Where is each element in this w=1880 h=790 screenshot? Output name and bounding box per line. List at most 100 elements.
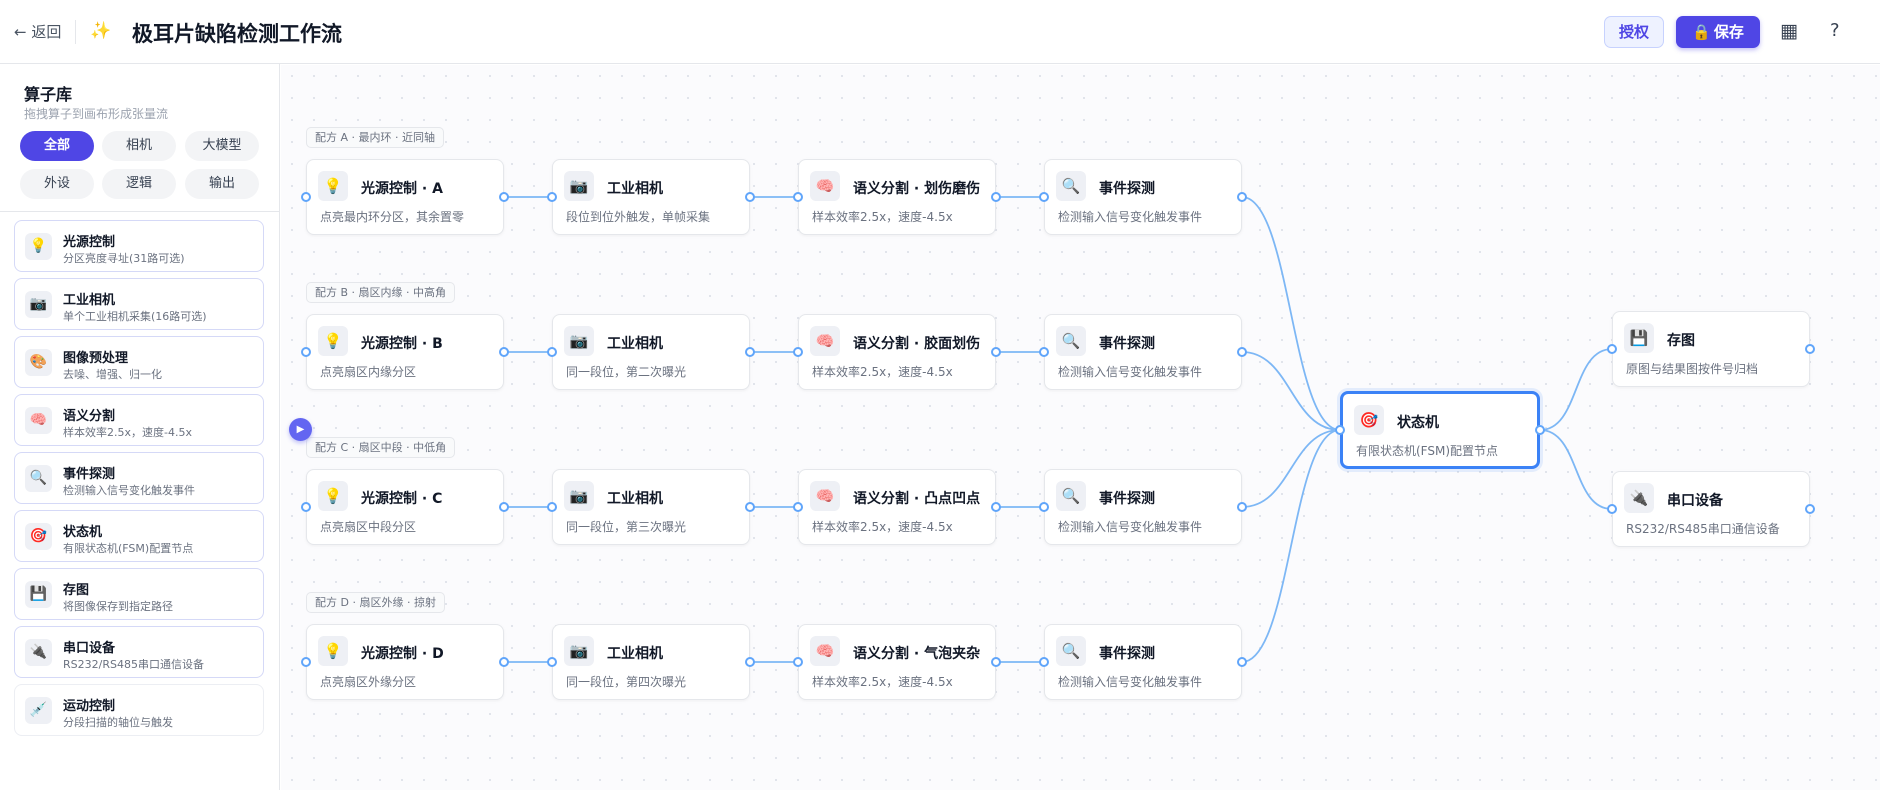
pipeline-node[interactable]: 🧠语义分割 · 胶面划伤样本效率2.5x，速度-4.5x — [798, 314, 996, 390]
input-port[interactable] — [793, 657, 803, 667]
output-port[interactable] — [1237, 192, 1247, 202]
input-port[interactable] — [793, 347, 803, 357]
input-port[interactable] — [1039, 657, 1049, 667]
input-port[interactable] — [301, 347, 311, 357]
input-port[interactable] — [793, 502, 803, 512]
output-port[interactable] — [991, 502, 1001, 512]
node-icon: 📷 — [564, 171, 594, 201]
input-port[interactable] — [547, 347, 557, 357]
operator-card[interactable]: 🎨图像预处理去噪、增强、归一化 — [14, 336, 264, 388]
output-node[interactable]: 💾存图原图与结果图按件号归档 — [1612, 311, 1810, 387]
output-port[interactable] — [1535, 425, 1545, 435]
output-port[interactable] — [745, 657, 755, 667]
output-port[interactable] — [991, 192, 1001, 202]
operator-card[interactable]: 💾存图将图像保存到指定路径 — [14, 568, 264, 620]
page-title: 极耳片缺陷检测工作流 — [132, 22, 342, 46]
output-port[interactable] — [1237, 347, 1247, 357]
node-desc: 段位到位外触发，单帧采集 — [566, 210, 711, 224]
output-port[interactable] — [991, 347, 1001, 357]
output-port[interactable] — [745, 502, 755, 512]
input-port[interactable] — [1607, 344, 1617, 354]
save-button[interactable]: 🔒保存 — [1676, 16, 1760, 48]
filter-chip[interactable]: 逻辑 — [102, 169, 176, 199]
output-port[interactable] — [745, 347, 755, 357]
help-icon[interactable]: ? — [1830, 20, 1840, 41]
operator-card[interactable]: 🎯状态机有限状态机(FSM)配置节点 — [14, 510, 264, 562]
sidebar-divider — [0, 211, 279, 212]
filter-chip[interactable]: 输出 — [185, 169, 259, 199]
output-port[interactable] — [499, 347, 509, 357]
pipeline-node[interactable]: 🔍事件探测检测输入信号变化触发事件 — [1044, 159, 1242, 235]
input-port[interactable] — [547, 502, 557, 512]
output-port[interactable] — [499, 502, 509, 512]
node-title: 语义分割 · 胶面划伤 — [853, 336, 981, 352]
node-desc: 同一段位，第二次曝光 — [566, 365, 687, 379]
node-icon: 🔍 — [1056, 636, 1086, 666]
back-button[interactable]: ← 返回 — [14, 23, 62, 41]
input-port[interactable] — [301, 657, 311, 667]
input-port[interactable] — [1039, 192, 1049, 202]
operator-icon: 🔌 — [25, 639, 52, 666]
operator-name: 图像预处理 — [63, 351, 129, 366]
output-port[interactable] — [1237, 502, 1247, 512]
pipeline-node[interactable]: 📷工业相机同一段位，第四次曝光 — [552, 624, 750, 700]
pipeline-node[interactable]: 🔍事件探测检测输入信号变化触发事件 — [1044, 624, 1242, 700]
operator-icon: 💡 — [25, 233, 52, 260]
output-port[interactable] — [1805, 504, 1815, 514]
authorize-button[interactable]: 授权 — [1604, 16, 1664, 48]
pipeline-node[interactable]: 🧠语义分割 · 气泡夹杂样本效率2.5x，速度-4.5x — [798, 624, 996, 700]
node-title: 工业相机 — [607, 181, 663, 197]
pipeline-node[interactable]: 🧠语义分割 · 划伤磨伤样本效率2.5x，速度-4.5x — [798, 159, 996, 235]
node-icon: 🧠 — [810, 481, 840, 511]
pipeline-node[interactable]: 📷 工业相机段位到位外触发，单帧采集 — [552, 159, 750, 235]
operator-icon: 📷 — [25, 291, 52, 318]
state-machine-node[interactable]: 🎯状态机有限状态机(FSM)配置节点 — [1340, 391, 1540, 469]
output-port[interactable] — [499, 192, 509, 202]
input-port[interactable] — [547, 192, 557, 202]
pipeline-node[interactable]: 🔍事件探测检测输入信号变化触发事件 — [1044, 314, 1242, 390]
input-port[interactable] — [301, 502, 311, 512]
node-title: 语义分割 · 划伤磨伤 — [853, 181, 981, 197]
input-port[interactable] — [547, 657, 557, 667]
output-port[interactable] — [1237, 657, 1247, 667]
output-port[interactable] — [991, 657, 1001, 667]
grid-icon[interactable]: ▦ — [1780, 20, 1798, 42]
input-port[interactable] — [1335, 425, 1345, 435]
filter-chip[interactable]: 外设 — [20, 169, 94, 199]
filter-chip[interactable]: 全部 — [20, 131, 94, 161]
pipeline-node[interactable]: 📷工业相机同一段位，第二次曝光 — [552, 314, 750, 390]
filter-chip[interactable]: 大模型 — [185, 131, 259, 161]
filter-chip[interactable]: 相机 — [102, 131, 176, 161]
operator-card[interactable]: 🔍事件探测检测输入信号变化触发事件 — [14, 452, 264, 504]
node-icon: 💾 — [1624, 323, 1654, 353]
input-port[interactable] — [301, 192, 311, 202]
node-desc: 点亮扇区外缘分区 — [320, 675, 417, 689]
input-port[interactable] — [1607, 504, 1617, 514]
pipeline-node[interactable]: 🔍事件探测检测输入信号变化触发事件 — [1044, 469, 1242, 545]
operator-name: 语义分割 — [63, 409, 116, 424]
operator-desc: RS232/RS485串口通信设备 — [63, 658, 204, 671]
operator-card[interactable]: 💉运动控制分段扫描的轴位与触发 — [14, 684, 264, 736]
pipeline-node[interactable]: 📷工业相机同一段位，第三次曝光 — [552, 469, 750, 545]
node-desc: 同一段位，第三次曝光 — [566, 520, 687, 534]
operator-desc: 单个工业相机采集(16路可选) — [63, 310, 207, 323]
operator-card[interactable]: 📷工业相机单个工业相机采集(16路可选) — [14, 278, 264, 330]
output-port[interactable] — [499, 657, 509, 667]
input-port[interactable] — [1039, 347, 1049, 357]
output-port[interactable] — [745, 192, 755, 202]
output-port[interactable] — [1805, 344, 1815, 354]
operator-card[interactable]: 🧠语义分割样本效率2.5x，速度-4.5x — [14, 394, 264, 446]
operator-name: 光源控制 — [63, 235, 116, 250]
pipeline-node[interactable]: 🧠语义分割 · 凸点凹点样本效率2.5x，速度-4.5x — [798, 469, 996, 545]
input-port[interactable] — [793, 192, 803, 202]
operator-card[interactable]: 💡光源控制分区亮度寻址(31路可选) — [14, 220, 264, 272]
input-port[interactable] — [1039, 502, 1049, 512]
play-icon[interactable]: ▶ — [289, 418, 312, 441]
